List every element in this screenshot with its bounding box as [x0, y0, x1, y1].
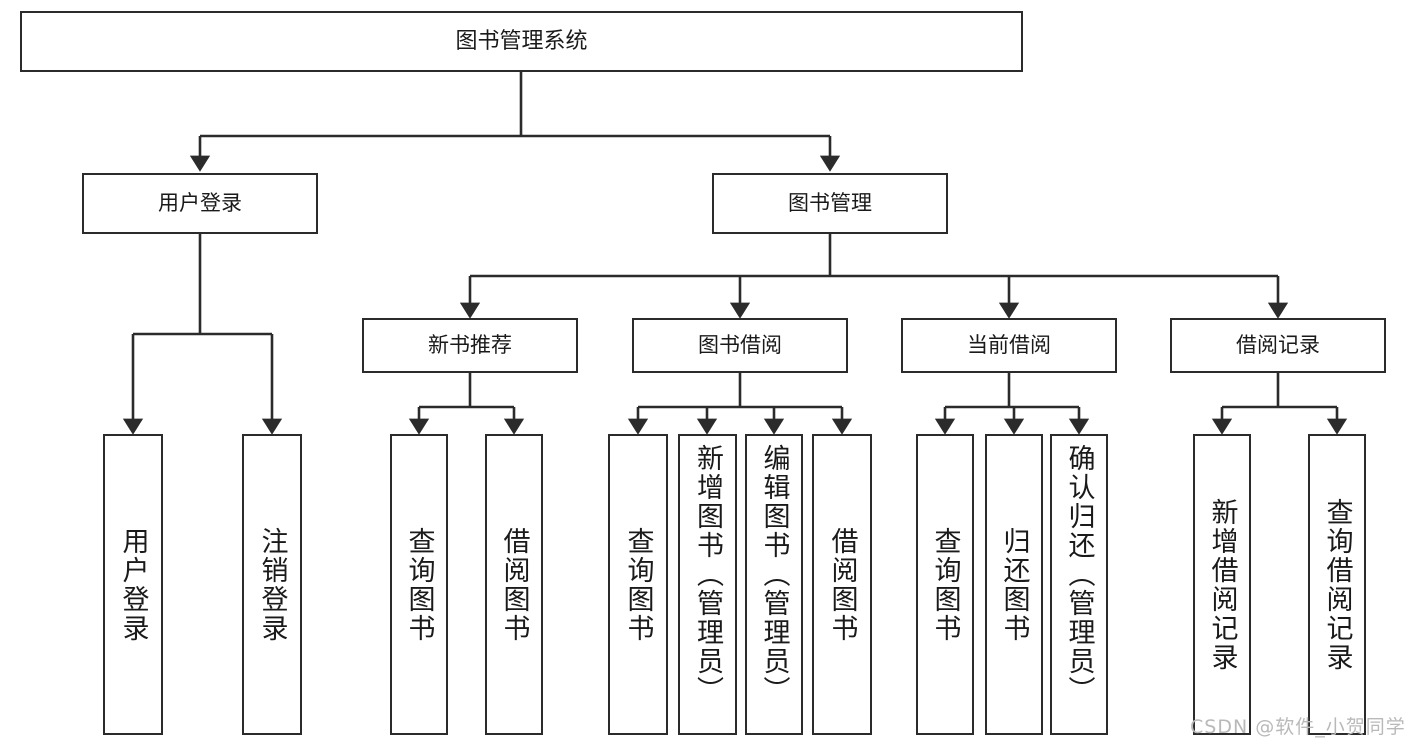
node-leaf-edit-book-admin[interactable]: 编辑图书（管理员） [745, 434, 803, 735]
node-label: 借阅记录 [1236, 333, 1320, 358]
node-label: 归还图书 [998, 526, 1030, 643]
node-label: 借阅图书 [498, 526, 530, 643]
node-book-borrow[interactable]: 图书借阅 [632, 318, 848, 373]
node-label: 图书管理 [788, 191, 872, 216]
node-label: 确认归还（管理员） [1063, 444, 1095, 705]
node-label: 新增图书（管理员） [692, 444, 723, 705]
node-current-borrow[interactable]: 当前借阅 [901, 318, 1117, 373]
node-label: 查询图书 [929, 526, 961, 643]
node-label: 查询图书 [622, 526, 654, 643]
node-leaf-confirm-return-admin[interactable]: 确认归还（管理员） [1050, 434, 1108, 735]
node-borrow-record[interactable]: 借阅记录 [1170, 318, 1386, 373]
node-leaf-return-book[interactable]: 归还图书 [985, 434, 1043, 735]
node-leaf-query-borrow-record[interactable]: 查询借阅记录 [1308, 434, 1366, 735]
node-label: 编辑图书（管理员） [758, 444, 790, 705]
node-label: 新增借阅记录 [1206, 497, 1238, 672]
csdn-watermark: CSDN @软件_小贺同学 [1190, 716, 1405, 738]
node-leaf-query-book-current[interactable]: 查询图书 [916, 434, 974, 735]
node-label: 查询借阅记录 [1321, 497, 1353, 672]
node-label: 借阅图书 [826, 526, 858, 643]
node-leaf-add-borrow-record[interactable]: 新增借阅记录 [1193, 434, 1251, 735]
node-label: 当前借阅 [967, 333, 1051, 358]
node-leaf-borrow-book-recommend[interactable]: 借阅图书 [485, 434, 543, 735]
node-leaf-user-login[interactable]: 用户登录 [103, 434, 163, 735]
node-leaf-borrow-book[interactable]: 借阅图书 [812, 434, 872, 735]
node-leaf-query-book-borrow[interactable]: 查询图书 [608, 434, 668, 735]
node-book-management[interactable]: 图书管理 [712, 173, 948, 234]
node-label: 图书借阅 [698, 333, 782, 358]
node-label: 图书管理系统 [455, 28, 588, 54]
node-label: 查询图书 [403, 526, 435, 643]
node-label: 新书推荐 [428, 333, 512, 358]
node-label: 用户登录 [117, 526, 149, 643]
node-leaf-add-book-admin[interactable]: 新增图书（管理员） [678, 434, 737, 735]
node-label: 用户登录 [158, 191, 242, 216]
node-new-book-recommend[interactable]: 新书推荐 [362, 318, 578, 373]
node-user-login[interactable]: 用户登录 [82, 173, 318, 234]
node-leaf-query-book-recommend[interactable]: 查询图书 [390, 434, 448, 735]
node-label: 注销登录 [256, 526, 288, 643]
node-root-book-management-system[interactable]: 图书管理系统 [20, 11, 1023, 72]
node-leaf-user-logout[interactable]: 注销登录 [242, 434, 302, 735]
